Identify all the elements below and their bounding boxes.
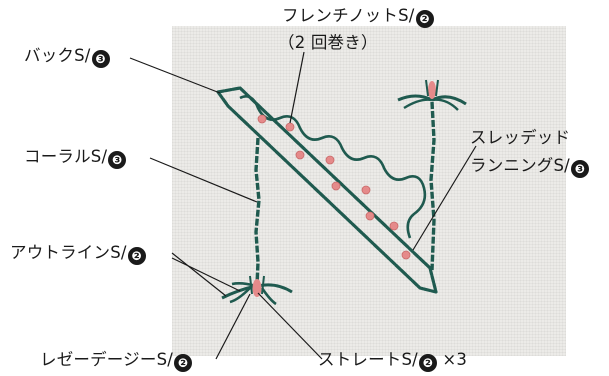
label-threaded-running-line1: スレッデッド [470, 128, 571, 147]
label-straight-stitch: ストレートS/❷ ×3 [318, 350, 467, 372]
coral-right-stem [429, 101, 436, 271]
label-back-stitch: バックS/❸ [24, 46, 110, 68]
label-coral-stitch: コーラルS/❸ [24, 147, 127, 169]
label-lazy-daisy-text: レゼーデージーS/ [40, 350, 174, 369]
lazy-daisy-left [229, 287, 251, 304]
label-coral-stitch-text: コーラルS/ [24, 147, 108, 166]
label-threaded-running-text: ランニングS/ [470, 156, 570, 175]
number-2-badge: ❷ [127, 247, 146, 265]
top-bud-pink [428, 81, 436, 99]
outline-foot-left-2 [231, 282, 257, 288]
label-straight-stitch-count: ×3 [436, 350, 468, 369]
label-outline-stitch-text: アウトラインS/ [10, 243, 127, 262]
number-3-badge: ❸ [108, 151, 127, 169]
label-french-knot-note: （2 回巻き） [278, 33, 378, 52]
number-3-badge: ❸ [570, 160, 589, 178]
letter-n-outline [216, 86, 438, 294]
label-straight-stitch-text: ストレートS/ [318, 350, 418, 369]
number-2-badge: ❷ [174, 354, 193, 372]
number-2-badge: ❷ [418, 354, 437, 372]
leader-lines [129, 51, 477, 360]
label-back-stitch-text: バックS/ [24, 46, 91, 65]
threaded-running-wave [239, 95, 427, 239]
bottom-bud-pink [252, 279, 262, 297]
label-french-knot-text: フレンチノットS/ [282, 6, 415, 25]
label-outline-stitch: アウトラインS/❷ [10, 243, 146, 265]
lazy-daisy-right [260, 287, 277, 306]
french-knots [257, 114, 411, 260]
label-threaded-running: ランニングS/❸ [470, 156, 589, 178]
number-2-badge: ❷ [415, 10, 434, 28]
label-french-knot: フレンチノットS/❷ [282, 6, 434, 28]
coral-left-stem [254, 137, 261, 286]
label-lazy-daisy: レゼーデージーS/❷ [40, 350, 193, 372]
number-3-badge: ❸ [91, 50, 110, 68]
